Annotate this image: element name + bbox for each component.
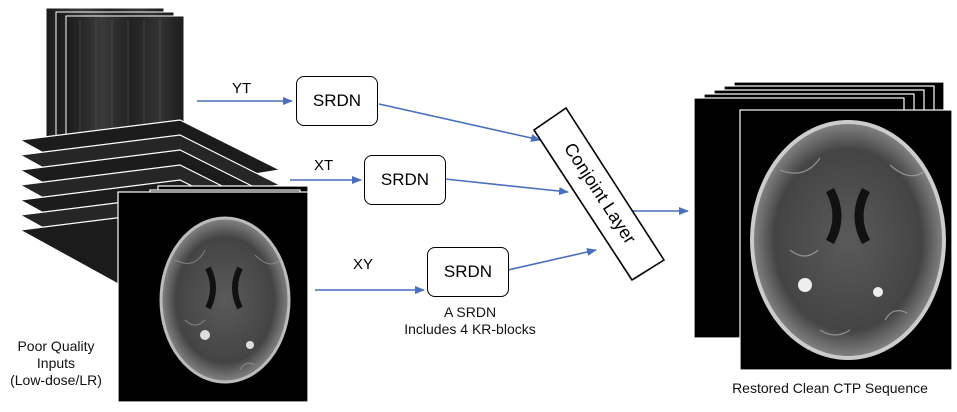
input-caption-line1: Poor Quality [17, 338, 95, 354]
flow-arrows [197, 97, 689, 294]
input-yt-slice-stack [45, 7, 185, 157]
branch-label-xy: XY [353, 256, 374, 273]
branch-label-xt: XT [314, 157, 334, 174]
arrow-srdn2-to-conjoint [444, 178, 569, 196]
srdn-box-xy: SRDN [427, 247, 509, 297]
output-slice-stack [693, 81, 953, 371]
conjoint-layer-box: Conjoint Layer [533, 107, 665, 281]
input-caption-line2: Inputs [36, 355, 76, 371]
srdn-box-yt: SRDN [296, 76, 378, 126]
srdn-box-xt: SRDN [364, 155, 446, 205]
input-caption-line3: (Low-dose/LR) [10, 372, 102, 388]
srdn-note-line1: A SRDN [443, 304, 497, 320]
srdn-note-line2: Includes 4 KR-blocks [404, 321, 536, 337]
output-caption: Restored Clean CTP Sequence [732, 380, 928, 396]
arrow-srdn3-to-conjoint [507, 248, 597, 271]
input-caption: Poor Quality Inputs (Low-dose/LR) [0, 338, 112, 389]
input-xy-slice-stack [117, 185, 309, 403]
branch-label-yt: YT [232, 80, 252, 97]
arrow-srdn1-to-conjoint [378, 103, 541, 142]
srdn-note: A SRDN Includes 4 KR-blocks [390, 304, 550, 338]
